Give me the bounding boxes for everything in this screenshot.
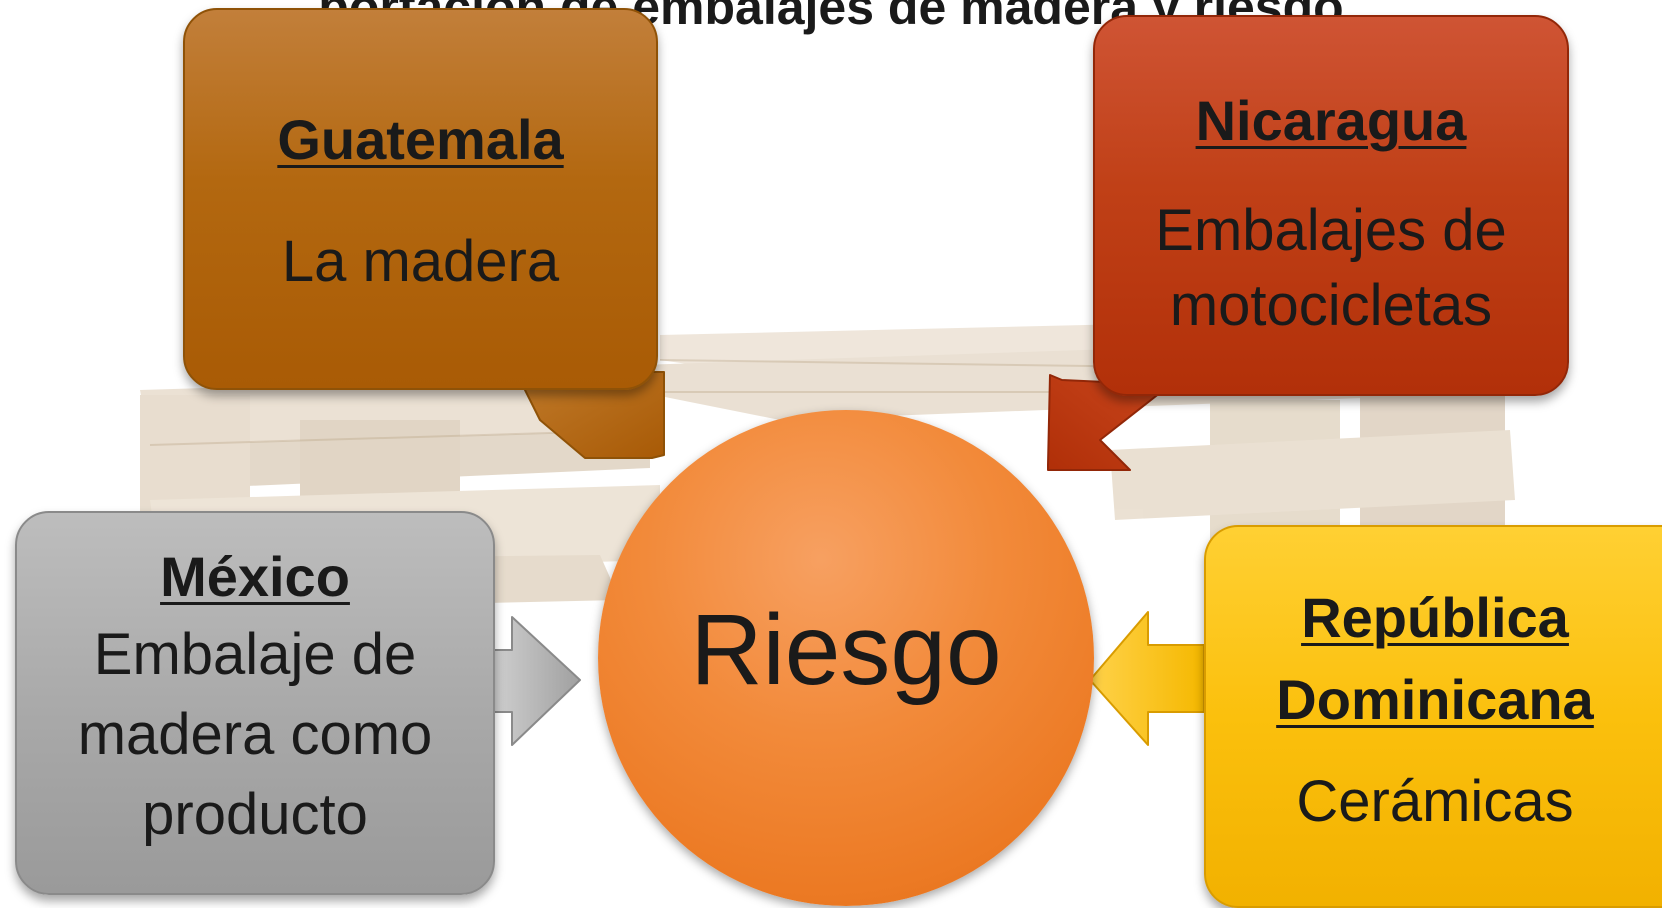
republica-dominicana-description: Cerámicas: [1296, 769, 1574, 834]
republica-dominicana-heading: República Dominicana: [1206, 577, 1662, 741]
riesgo-circle: [598, 410, 1094, 906]
mexico-desc-line: madera como: [77, 702, 433, 767]
nicaragua-description: Embalajes de motocicletas: [1095, 193, 1567, 343]
mexico-desc-line: producto: [142, 782, 368, 847]
republica-heading-line: República: [1301, 586, 1569, 649]
nicaragua-box: Nicaragua Embalajes de motocicletas: [1093, 15, 1569, 396]
nicaragua-desc-line: motocicletas: [1169, 273, 1493, 338]
nicaragua-arrow: [1047, 374, 1171, 471]
nicaragua-desc-line: Embalajes de: [1155, 198, 1507, 263]
guatemala-description: La madera: [281, 229, 560, 294]
nicaragua-heading: Nicaragua: [1195, 89, 1467, 152]
mexico-desc-line: Embalaje de: [93, 622, 417, 687]
riesgo-label: Riesgo: [690, 594, 1002, 706]
mexico-description: Embalaje de madera como producto: [17, 615, 493, 855]
guatemala-box: Guatemala La madera: [183, 8, 658, 390]
republica-arrow: [1089, 611, 1205, 746]
mexico-box: México Embalaje de madera como producto: [15, 511, 495, 895]
mexico-heading: México: [160, 545, 350, 608]
republica-dominicana-box: República Dominicana Cerámicas: [1204, 525, 1662, 908]
guatemala-heading: Guatemala: [277, 108, 564, 171]
mexico-arrow: [490, 616, 581, 746]
republica-heading-line: Dominicana: [1276, 668, 1594, 731]
